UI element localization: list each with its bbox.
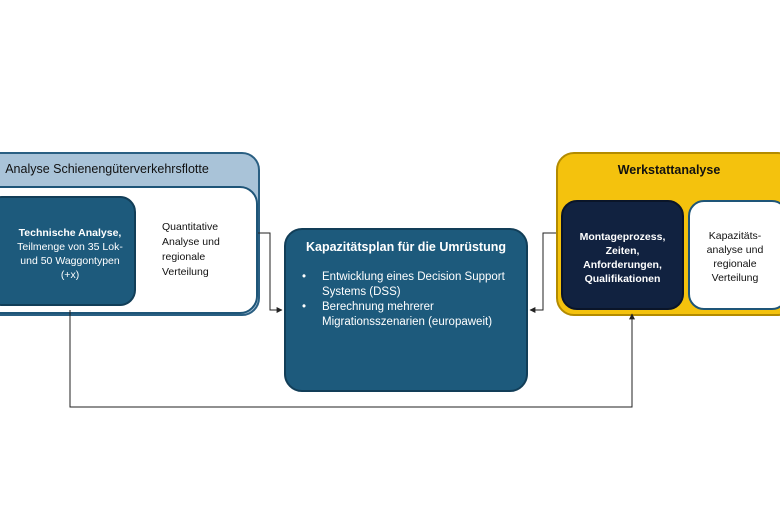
capacity-line: regionale (713, 258, 757, 270)
quantitative-line: Verteilung (162, 266, 209, 278)
assembly-line: Qualifikationen (584, 273, 661, 285)
capacity-line: analyse und (706, 244, 764, 256)
connector-left-to-center (258, 232, 283, 313)
capacity-line: Verteilung (711, 272, 759, 284)
assembly-line: Zeiten, (605, 245, 640, 257)
quantitative-analysis-text: Quantitative Analyse und regionale Verte… (148, 220, 256, 280)
quantitative-line: Quantitative (162, 221, 219, 233)
technical-analysis-line: Teilmenge von 35 Lok- (17, 241, 123, 253)
technical-analysis-box: Technische Analyse, Teilmenge von 35 Lok… (0, 196, 136, 306)
fleet-analysis-title: Analyse Schienengüterverkehrsflotte (5, 162, 209, 176)
capacity-plan-title: Kapazitätsplan für die Umrüstung (305, 240, 507, 254)
capacity-analysis-box: Kapazitäts- analyse und regionale Vertei… (688, 200, 780, 310)
capacity-line: Kapazitäts- (708, 230, 762, 242)
assembly-line: Montageprozess, (579, 231, 666, 243)
capacity-plan-box: Kapazitätsplan für die Umrüstung Entwick… (284, 228, 528, 392)
assembly-process-box: Montageprozess, Zeiten, Anforderungen, Q… (561, 200, 684, 310)
technical-analysis-line: (+x) (60, 269, 80, 281)
quantitative-line: regionale (162, 251, 206, 263)
capacity-plan-bullet: Entwicklung eines Decision Support Syste… (300, 270, 515, 299)
assembly-line: Anforderungen, (583, 259, 662, 271)
connector-tech-to-workshop (69, 310, 635, 408)
connector-right-to-center (529, 232, 556, 313)
technical-analysis-heading: Technische Analyse, (18, 227, 122, 239)
capacity-plan-list: Entwicklung eines Decision Support Syste… (300, 270, 515, 330)
capacity-plan-bullet: Berechnung mehrerer Migrationsszenarien … (300, 300, 515, 329)
technical-analysis-line: und 50 Waggontypen (20, 255, 120, 267)
workshop-analysis-title: Werkstattanalyse (617, 163, 721, 177)
quantitative-line: Analyse und (162, 236, 220, 248)
